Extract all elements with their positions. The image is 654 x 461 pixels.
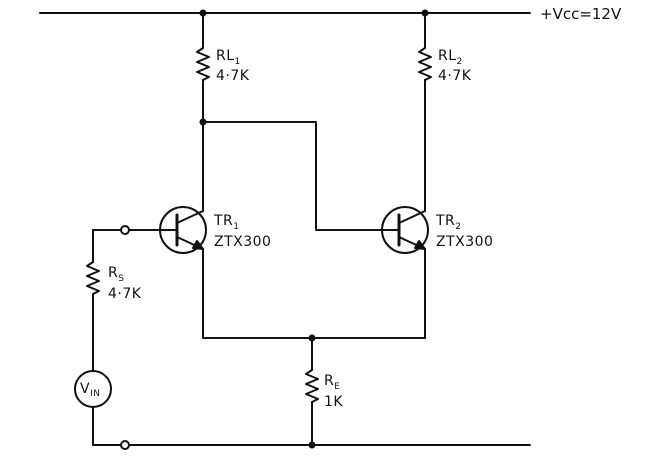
resistor-rl2-symbol xyxy=(418,47,432,81)
wire-collector1-to-base2 xyxy=(202,121,384,231)
resistor-re-symbol xyxy=(305,369,319,403)
rl2-name-label: RL2 xyxy=(438,48,463,67)
rs-value-label: 4·7K xyxy=(108,286,142,302)
rl1-name-label: RL1 xyxy=(216,48,241,67)
tr2-part-label: ZTX300 xyxy=(436,234,493,250)
re-value-label: 1K xyxy=(324,394,343,410)
vin-label: VIN xyxy=(80,381,100,399)
tr1-name-label: TR1 xyxy=(213,213,240,232)
rl1-value-label: 4·7K xyxy=(216,68,250,84)
resistor-rs-symbol xyxy=(86,261,100,295)
transistor-tr2-symbol xyxy=(381,206,429,254)
tr2-name-label: TR2 xyxy=(435,213,462,232)
rl2-value-label: 4·7K xyxy=(438,68,472,84)
re-name-label: RE xyxy=(324,373,340,392)
resistor-rl1-symbol xyxy=(196,47,210,81)
tr1-part-label: ZTX300 xyxy=(214,234,271,250)
input-terminal-top xyxy=(120,225,130,235)
input-terminal-bottom xyxy=(120,440,130,450)
rs-name-label: RS xyxy=(108,265,124,284)
supply-label: +Vcc=12V xyxy=(540,5,622,23)
